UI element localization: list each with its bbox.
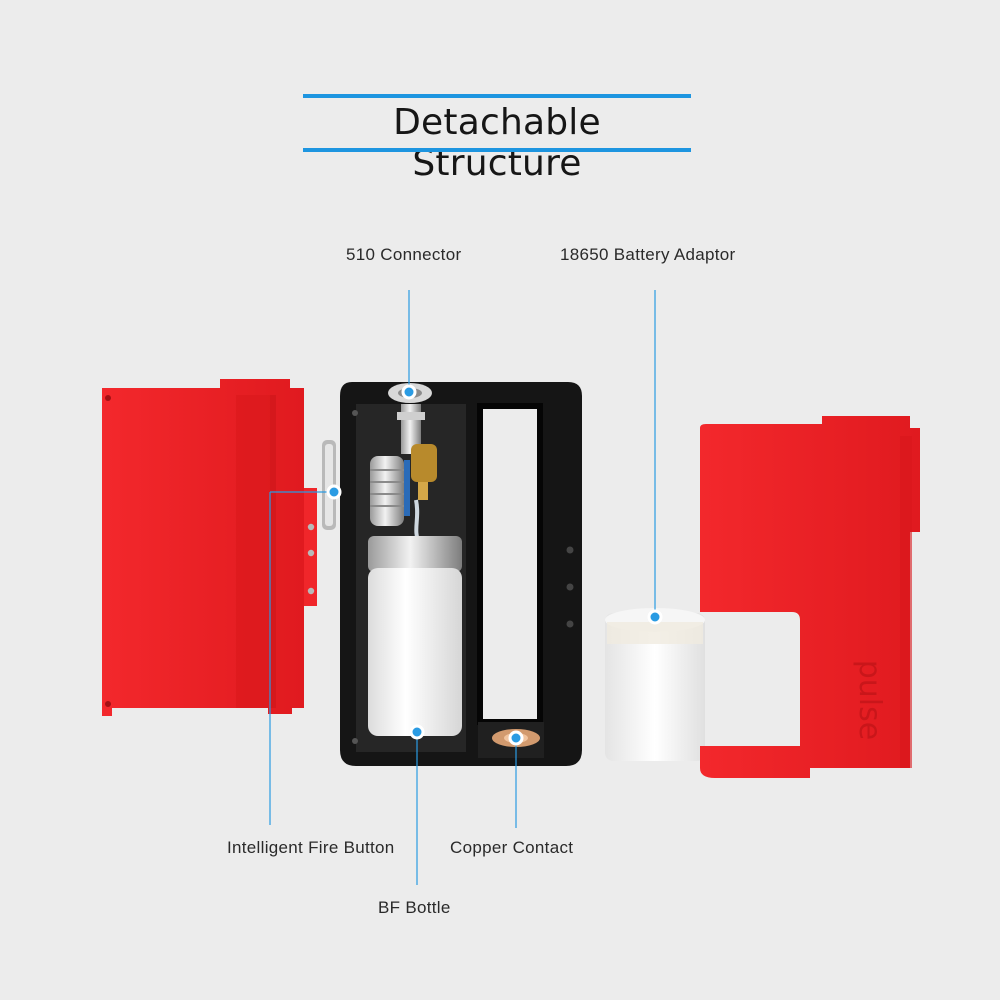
title-block: Detachable Structure: [303, 94, 691, 184]
callout-copper-contact: [508, 730, 524, 828]
label-bf-bottle: BF Bottle: [378, 898, 451, 917]
label-copper-contact: Copper Contact: [450, 838, 574, 857]
right-side-panel: pulse: [700, 416, 920, 778]
label-fire-button: Intelligent Fire Button: [227, 838, 395, 857]
center-frame: [340, 382, 582, 766]
callout-510-connector: [401, 290, 417, 400]
left-side-panel: [102, 379, 317, 716]
label-battery-adaptor: 18650 Battery Adaptor: [560, 245, 736, 264]
brand-embossed-logo: pulse: [852, 660, 887, 740]
title-bottom-rule: [303, 148, 691, 152]
callout-bf-bottle: [409, 724, 425, 885]
fire-button-part: [322, 440, 336, 530]
title-top-rule: [303, 94, 691, 98]
battery-adaptor-part: [605, 608, 705, 761]
callout-battery-adaptor: [647, 290, 663, 625]
label-510-connector: 510 Connector: [346, 245, 462, 264]
callout-fire-button: [269, 484, 342, 825]
